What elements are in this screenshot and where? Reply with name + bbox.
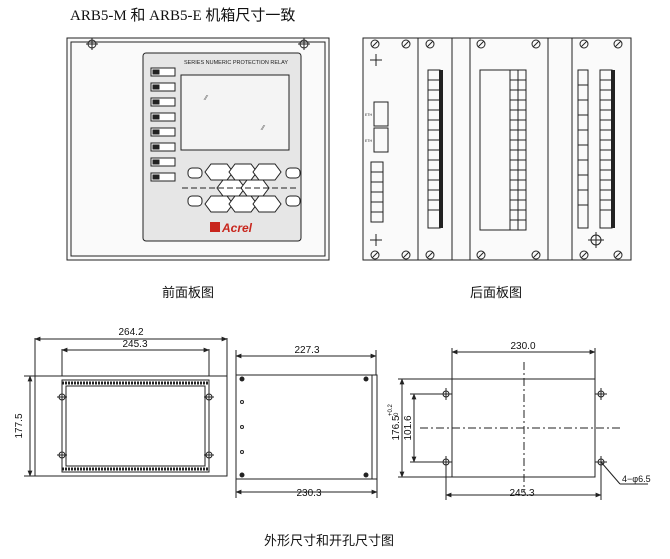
dim-height: 177.5 bbox=[14, 413, 25, 438]
screw-icon bbox=[298, 38, 310, 50]
caption-dimensions: 外形尺寸和开孔尺寸图 bbox=[264, 534, 395, 549]
series-label: SERIES NUMERIC PROTECTION RELAY bbox=[184, 60, 288, 66]
front-panel-view: SERIES NUMERIC PROTECTION RELAY ⁄⁄ ⁄⁄ bbox=[66, 37, 330, 261]
screw-row-bottom bbox=[370, 250, 623, 260]
dim-cut-height: 176.5 bbox=[391, 415, 402, 440]
keypad bbox=[182, 163, 301, 213]
mount-bracket bbox=[57, 393, 214, 459]
dim-cut-tol: +0.2 bbox=[388, 403, 394, 416]
screw-icon bbox=[86, 38, 98, 50]
dim-hole: 4−φ6.5 bbox=[622, 474, 651, 484]
acrel-logo: Acrel bbox=[210, 221, 253, 235]
ethernet-port bbox=[373, 127, 389, 153]
crosshair-icon bbox=[588, 232, 604, 248]
dim-side-top: 227.3 bbox=[294, 345, 319, 356]
dim-inner-width: 245.3 bbox=[122, 339, 147, 350]
ethernet-port bbox=[373, 101, 389, 127]
dim-cut-width: 230.0 bbox=[510, 341, 535, 352]
front-dimension-view bbox=[24, 336, 228, 477]
svg-text:ETH: ETH bbox=[365, 113, 372, 117]
vent-fins bbox=[62, 381, 209, 471]
svg-text:⁄⁄: ⁄⁄ bbox=[203, 95, 209, 102]
caption-front-panel: 前面板图 bbox=[162, 286, 215, 301]
screw-row-top bbox=[370, 39, 623, 49]
dim-cut-tol-low: 0 bbox=[394, 412, 400, 416]
lcd-screen bbox=[180, 74, 290, 151]
crosshair-icon bbox=[370, 54, 382, 66]
side-view bbox=[235, 350, 378, 498]
dim-bottom-width: 245.3 bbox=[509, 488, 534, 499]
caption-rear-panel: 后面板图 bbox=[470, 286, 523, 301]
mount-hole bbox=[440, 388, 607, 468]
terminal-strip bbox=[577, 69, 615, 229]
dim-side-bottom: 230.3 bbox=[296, 488, 321, 499]
cutout-view bbox=[398, 348, 648, 500]
rear-panel-view: ETH ETH bbox=[362, 37, 632, 261]
terminal-strip-center bbox=[479, 69, 527, 231]
led-indicator-list bbox=[150, 67, 176, 182]
svg-text:Acrel: Acrel bbox=[221, 221, 253, 235]
crosshair-icon bbox=[370, 234, 382, 246]
terminal-block bbox=[370, 161, 384, 223]
svg-text:⁄⁄: ⁄⁄ bbox=[260, 125, 266, 132]
page-title: ARB5-M 和 ARB5-E 机箱尺寸一致 bbox=[70, 8, 296, 24]
svg-text:ETH: ETH bbox=[365, 139, 372, 143]
dim-outer-width: 264.2 bbox=[118, 327, 143, 338]
terminal-strip bbox=[427, 69, 443, 229]
dim-mid-height: 101.6 bbox=[403, 415, 414, 440]
